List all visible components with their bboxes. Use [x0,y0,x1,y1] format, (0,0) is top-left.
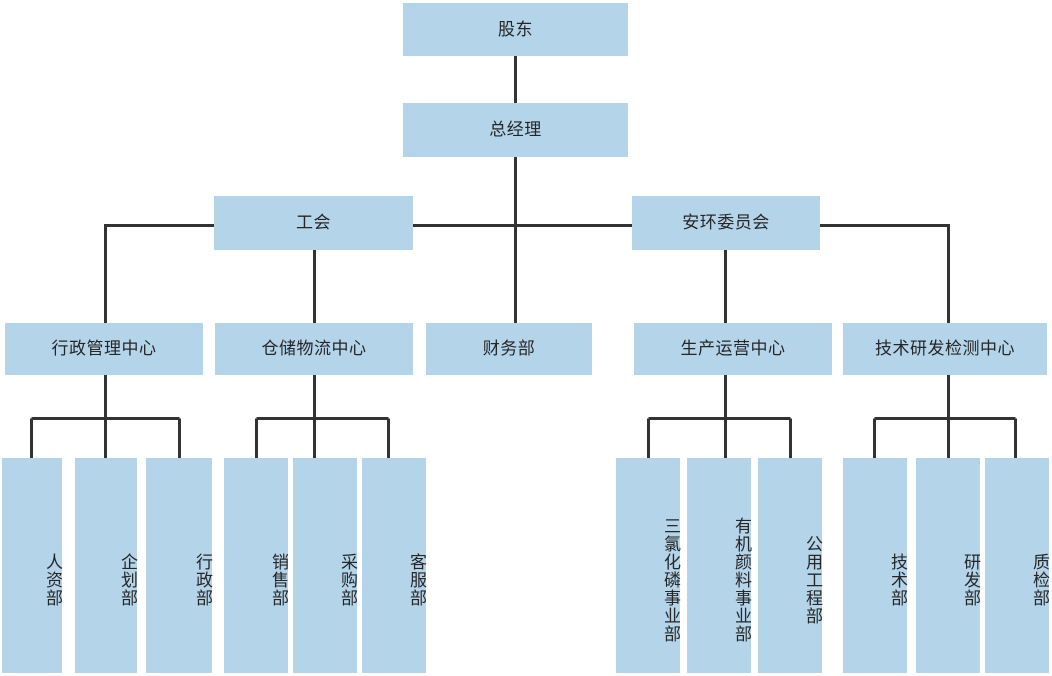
node-procurement-dept[interactable]: 采购部 [293,458,357,673]
connector-safety-right-branch [820,224,950,323]
node-admin-center[interactable]: 行政管理中心 [5,323,203,375]
node-finance-dept[interactable]: 财务部 [426,323,592,375]
node-sales-dept[interactable]: 销售部 [224,458,288,673]
node-utilities-engineering-dept[interactable]: 公用工程部 [758,458,822,673]
node-general-manager[interactable]: 总经理 [403,103,628,157]
node-warehouse-logistics-center[interactable]: 仓储物流中心 [215,323,413,375]
node-production-operations-center[interactable]: 生产运营中心 [634,323,832,375]
node-technology-dept[interactable]: 技术部 [843,458,907,673]
node-planning-dept[interactable]: 企划部 [75,458,137,673]
connector-union-left-branch [104,224,214,323]
node-rd-dept[interactable]: 研发部 [916,458,980,673]
node-administration-dept[interactable]: 行政部 [146,458,212,673]
node-tech-rd-testing-center[interactable]: 技术研发检测中心 [843,323,1047,375]
node-quality-inspection-dept[interactable]: 质检部 [985,458,1049,673]
node-labor-union[interactable]: 工会 [214,196,413,250]
node-organic-pigment-division[interactable]: 有机颜料事业部 [687,458,751,673]
node-pcl3-division[interactable]: 三氯化磷事业部 [616,458,680,673]
node-safety-env-committee[interactable]: 安环委员会 [632,196,820,250]
node-hr-dept[interactable]: 人资部 [2,458,62,673]
node-customer-service-dept[interactable]: 客服部 [362,458,426,673]
node-shareholders[interactable]: 股东 [403,3,628,56]
